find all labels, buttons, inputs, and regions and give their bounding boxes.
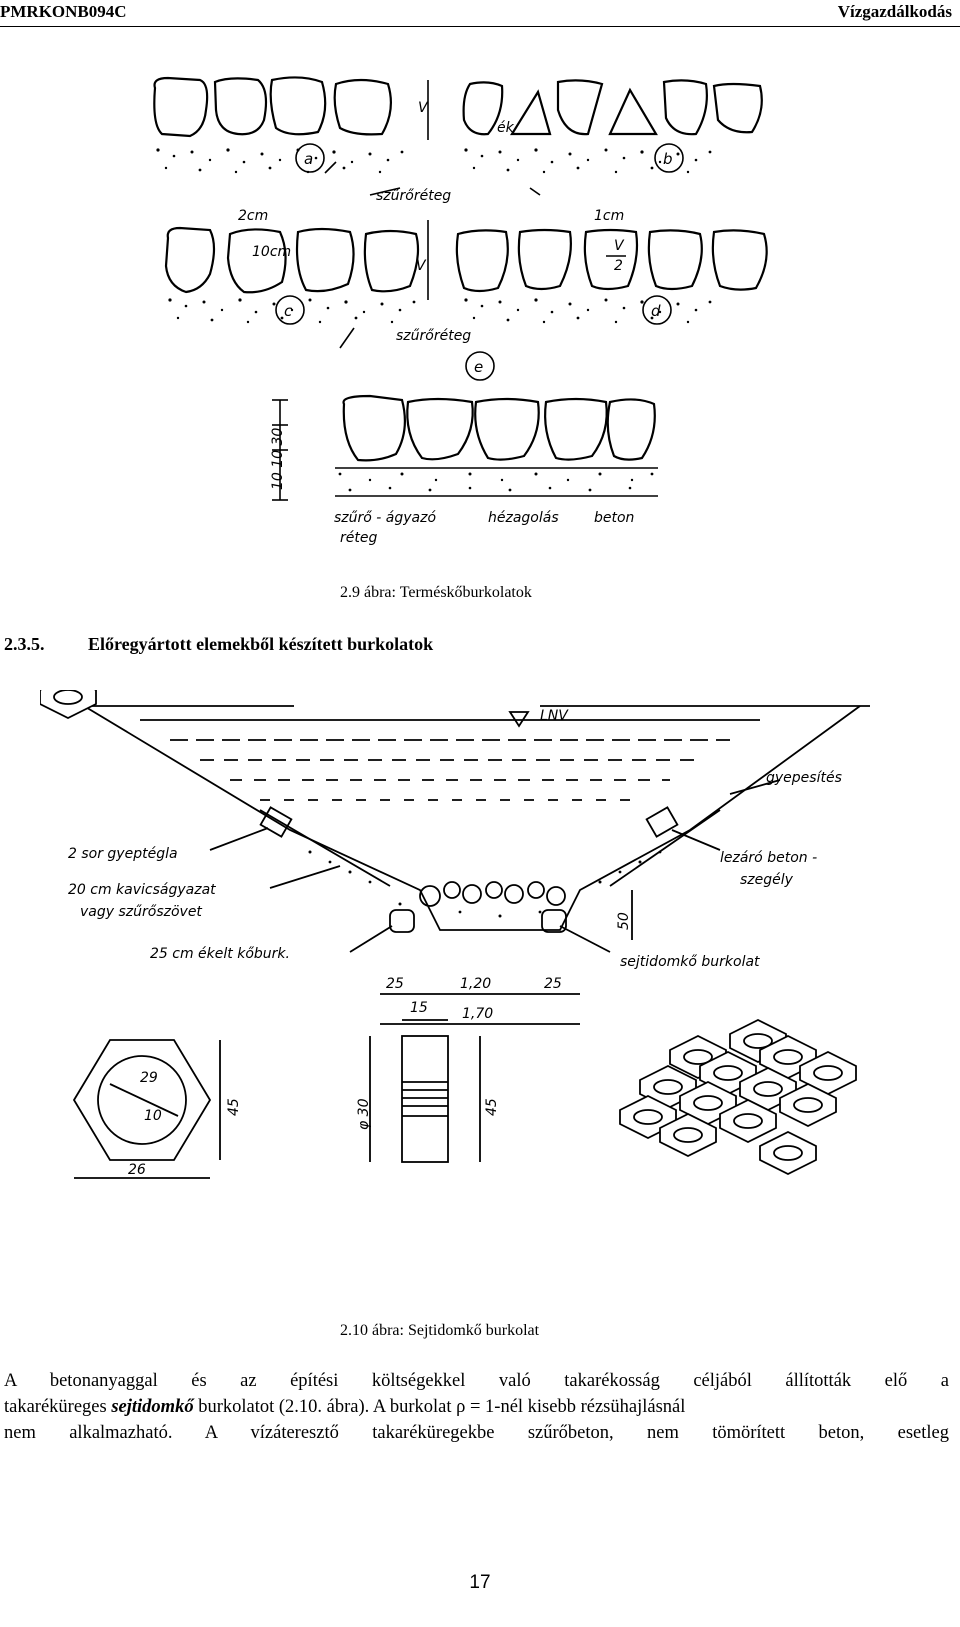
label-v-mid: V [416, 258, 427, 274]
label-edge-kerb: szegély [740, 872, 794, 888]
label-v-top: V [418, 100, 429, 116]
term-sejtidomko: sejtidomkő [111, 1397, 194, 1417]
gravel-texture [156, 148, 712, 492]
header-course-code: PMRKONB094C [0, 2, 127, 21]
paragraph-line-3: nem alkalmazható. A vízáteresztő takarék… [4, 1423, 949, 1443]
label-d: d [651, 302, 661, 320]
page-number: 17 [469, 1572, 491, 1593]
label-v-half-top: V [614, 238, 625, 254]
label-circles [275, 143, 684, 381]
label-cell-paving: sejtidomkő burkolat [620, 954, 760, 970]
bedding-texture [308, 850, 662, 918]
label-height-45-side: 45 [484, 1098, 500, 1116]
stone-paving-drawing: a b c d e V ék szűrőréteg 2cm 10cm V 1cm… [153, 76, 768, 546]
label-geotextile: vagy szűrőszövet [80, 904, 202, 920]
section-number: 2.3.5. [4, 634, 45, 654]
label-width-25-right: 25 [544, 976, 562, 992]
label-height-45-plan: 45 [226, 1098, 242, 1116]
cell-paving-drawing: LNV gyepesítés 2 sor gyeptégla 20 cm kav… [40, 690, 870, 1179]
label-depth-50: 50 [616, 912, 632, 930]
label-edge-concrete: lezáró beton - [720, 850, 817, 866]
label-bedding-2: réteg [340, 530, 377, 546]
label-a: a [304, 150, 313, 168]
paragraph-line-1: A betonanyaggal és az építési költségekk… [4, 1371, 949, 1391]
header-rule [0, 26, 960, 27]
label-e: e [474, 358, 483, 376]
figure-caption-2-9: 2.9 ábra: Terméskőburkolatok [340, 584, 532, 601]
label-sod-rows: 2 sor gyeptégla [68, 846, 178, 862]
label-gravel-bed: 20 cm kavicságyazat [68, 882, 216, 898]
label-dimensions: 10 10 30 [270, 428, 286, 490]
honeycomb-isometric [40, 690, 857, 1175]
label-c: c [284, 302, 293, 320]
section-title: Előregyártott elemekből készített burkol… [88, 634, 434, 654]
label-turf: gyepesítés [766, 770, 842, 786]
label-jointing: hézagolás [488, 510, 559, 526]
label-wedged-stone: 25 cm ékelt kőburk. [150, 946, 290, 962]
label-width-25-left: 25 [386, 976, 404, 992]
section-heading: 2.3.5. Előregyártott elemekből készített … [4, 634, 433, 655]
label-lnv: LNV [540, 708, 569, 724]
label-v-half-bottom: 2 [614, 258, 623, 274]
label-concrete: beton [594, 510, 634, 526]
paragraph-line-2-start: takaréküreges [4, 1397, 112, 1417]
label-10cm: 10cm [252, 244, 291, 260]
label-width-170: 1,70 [462, 1006, 493, 1022]
label-filter-layer-1: szűrőréteg [376, 188, 451, 204]
label-thickness-15: 15 [410, 1000, 428, 1016]
label-width-26: 26 [128, 1162, 146, 1178]
label-width-120: 1,20 [460, 976, 491, 992]
body-paragraph: A betonanyaggal és az építési költségekk… [4, 1368, 949, 1446]
label-diameter-29: 29 [140, 1070, 158, 1086]
figure-cell-paving: LNV gyepesítés 2 sor gyeptégla 20 cm kav… [40, 690, 900, 1290]
paragraph-line-2-end: burkolatot (2.10. ábra). A burkolat ρ = … [193, 1397, 686, 1417]
label-wedge: ék [497, 120, 515, 136]
label-filter-layer-2: szűrőréteg [396, 328, 471, 344]
figure-stone-paving: a b c d e V ék szűrőréteg 2cm 10cm V 1cm… [140, 70, 820, 560]
label-phi-30: φ 30 [356, 1098, 372, 1130]
label-bedding-1: szűrő - ágyazó [334, 510, 436, 526]
label-1cm: 1cm [594, 208, 624, 224]
figure-caption-2-10: 2.10 ábra: Sejtidomkő burkolat [340, 1322, 540, 1339]
paragraph-line-2: takaréküreges sejtidomkő burkolatot (2.1… [4, 1394, 949, 1420]
header-subject: Vízgazdálkodás [837, 2, 952, 21]
label-2cm: 2cm [238, 208, 268, 224]
label-offset-10: 10 [144, 1108, 162, 1124]
label-b: b [663, 150, 673, 168]
